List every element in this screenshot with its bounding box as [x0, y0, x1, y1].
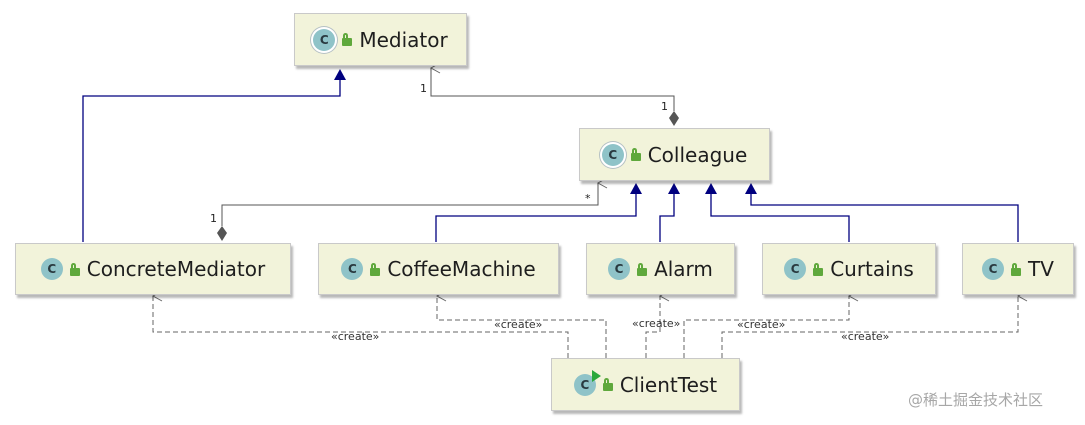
class-alarm[interactable]: C Alarm — [586, 243, 735, 295]
class-coffeemachine[interactable]: C CoffeeMachine — [318, 243, 559, 295]
public-visibility-icon — [602, 378, 613, 391]
inheritance-tv-colleague — [745, 183, 1019, 242]
public-visibility-icon — [69, 262, 80, 276]
inheritance-alarm-colleague — [659, 183, 680, 242]
class-name: CoffeeMachine — [387, 257, 536, 281]
class-name: Mediator — [359, 27, 448, 52]
run-icon — [591, 369, 601, 382]
multiplicity-mediator-end: 1 — [420, 82, 427, 95]
multiplicity-colleague-end: 1 — [661, 100, 668, 113]
class-name: Alarm — [654, 257, 713, 281]
public-visibility-icon — [630, 148, 641, 161]
watermark: @稀土掘金技术社区 — [908, 391, 1044, 409]
class-icon: C — [608, 258, 631, 280]
class-icon: C — [982, 258, 1005, 280]
dependency-create-curtains: «create» — [683, 296, 849, 331]
dependency-create-tv: «create» — [721, 296, 1018, 358]
class-name: Colleague — [647, 142, 748, 167]
class-name: ConcreteMediator — [86, 257, 266, 281]
class-icon: C — [601, 143, 624, 166]
class-mediator[interactable]: C Mediator — [294, 13, 467, 66]
class-icon: C — [40, 258, 63, 280]
dependency-create-coffeemachine: «create» — [437, 296, 607, 358]
class-curtains[interactable]: C Curtains — [762, 243, 936, 295]
create-label: «create» — [494, 318, 542, 331]
create-label: «create» — [737, 318, 785, 331]
class-name: TV — [1028, 257, 1054, 281]
inheritance-concretemediator-mediator — [82, 69, 346, 242]
class-tv[interactable]: C TV — [962, 243, 1074, 295]
public-visibility-icon — [342, 33, 353, 46]
inheritance-curtains-colleague — [705, 183, 850, 242]
runnable-class-icon: C — [573, 369, 601, 396]
class-colleague[interactable]: C Colleague — [579, 128, 770, 181]
inheritance-coffeemachine-colleague — [435, 183, 642, 242]
create-label: «create» — [331, 330, 379, 343]
public-visibility-icon — [1011, 262, 1022, 276]
class-icon: C — [784, 258, 807, 280]
public-visibility-icon — [637, 262, 648, 276]
create-label: «create» — [841, 330, 889, 343]
dependency-create-alarm: «create» — [632, 296, 685, 358]
class-name: Curtains — [830, 257, 914, 281]
public-visibility-icon — [813, 262, 824, 276]
dependency-create-concretemediator: «create» — [153, 296, 569, 358]
class-clienttest[interactable]: C ClientTest — [551, 358, 740, 411]
multiplicity-concretemediator-end: 1 — [210, 212, 217, 225]
class-name: ClientTest — [619, 372, 718, 397]
public-visibility-icon — [370, 262, 381, 276]
class-icon: C — [341, 258, 364, 280]
class-concretemediator[interactable]: C ConcreteMediator — [15, 243, 291, 295]
create-label: «create» — [632, 317, 680, 330]
class-icon: C — [313, 28, 336, 51]
aggregation-concretemediator-colleague: 1 * — [210, 183, 598, 241]
aggregation-colleague-mediator: 1 1 — [420, 68, 679, 126]
multiplicity-colleague-many: * — [585, 192, 591, 205]
